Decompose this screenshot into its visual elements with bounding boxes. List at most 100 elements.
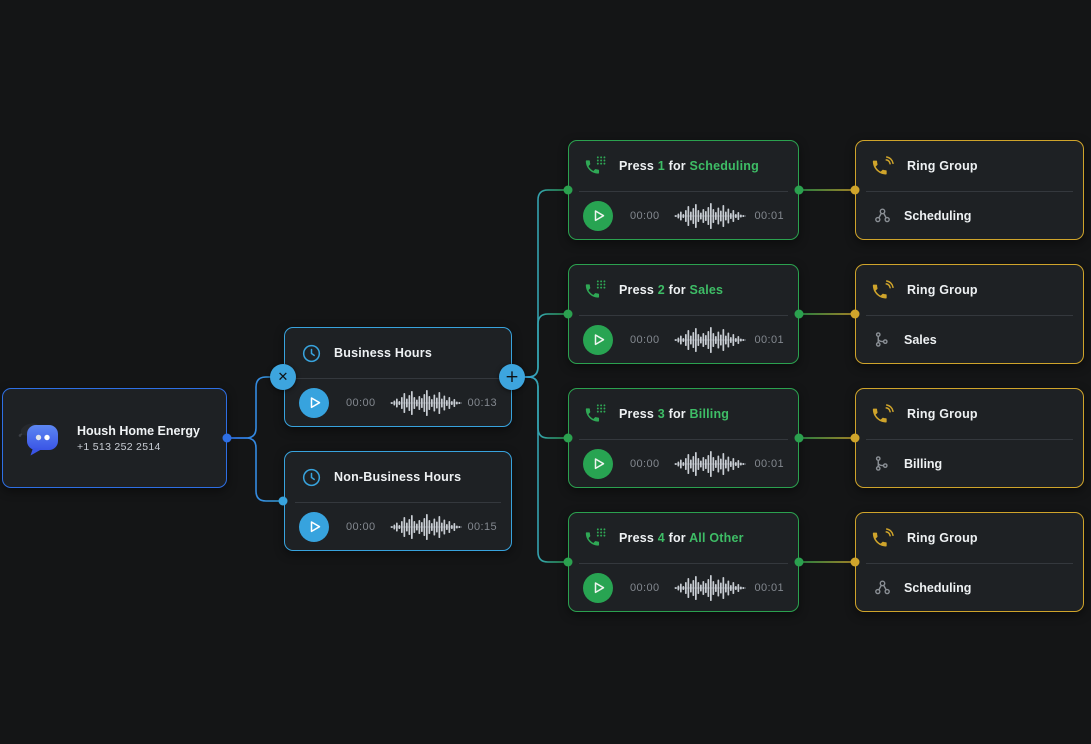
connector-line [523,376,567,563]
members-icon [874,579,891,596]
node-title: Ring Group [907,283,978,297]
divider [866,439,1073,440]
audio-waveform [389,389,462,416]
phone-dialpad-icon [585,279,607,301]
node-header: Press 3 for Billing [569,389,798,439]
node-header: Non-Business Hours [285,452,511,502]
ring-group-node-4[interactable]: Ring Group Scheduling [855,512,1084,612]
company-phone-number: +1 513 252 2514 [77,440,161,453]
divider [579,315,788,316]
menu-option-node-1[interactable]: Press 1 for Scheduling 00:00 00:01 [568,140,799,240]
audio-waveform [389,513,462,540]
divider [295,502,501,503]
connector-line [523,189,567,378]
connector-line [523,376,567,439]
company-logo-icon [17,418,63,458]
audio-player: 00:00 00:13 [285,379,511,426]
node-header: Ring Group [856,389,1083,439]
divider [866,191,1073,192]
company-node[interactable]: Housh Home Energy +1 513 252 2514 [2,388,227,488]
play-button[interactable] [299,387,329,418]
divider [866,315,1073,316]
duration-time: 00:15 [467,520,497,533]
play-button[interactable] [583,572,613,603]
audio-player: 00:00 00:01 [569,440,798,487]
audio-player: 00:00 00:01 [569,564,798,611]
ring-group-target: Billing [904,456,943,471]
divider [579,563,788,564]
ringing-phone-icon [872,403,895,426]
plus-icon: + [504,366,520,387]
divider [866,563,1073,564]
node-header: Press 1 for Scheduling [569,141,798,191]
menu-option-label: Press 4 for All Other [619,531,744,545]
phone-dialpad-icon [585,527,607,549]
audio-player: 00:00 00:01 [569,316,798,363]
add-node-button[interactable]: + [499,364,525,390]
divider [579,439,788,440]
non-business-hours-node[interactable]: Non-Business Hours 00:00 00:15 [284,451,512,551]
menu-option-node-2[interactable]: Press 2 for Sales 00:00 00:01 [568,264,799,364]
elapsed-time: 00:00 [346,520,376,533]
ring-group-node-3[interactable]: Ring Group Billing [855,388,1084,488]
menu-option-label: Press 3 for Billing [619,407,730,421]
company-title: Housh Home Energy [77,423,200,438]
node-title: Ring Group [907,159,978,173]
ring-group-target: Scheduling [904,580,972,595]
node-title: Ring Group [907,407,978,421]
duration-time: 00:01 [754,457,784,470]
business-hours-node[interactable]: Business Hours 00:00 00:13 [284,327,512,427]
audio-player: 00:00 00:15 [285,503,511,550]
audio-waveform [673,326,746,353]
menu-option-node-3[interactable]: Press 3 for Billing 00:00 00:01 [568,388,799,488]
elapsed-time: 00:00 [630,581,660,594]
node-header: Ring Group [856,513,1083,563]
duration-time: 00:01 [754,209,784,222]
play-button[interactable] [583,448,613,479]
duration-time: 00:13 [467,396,497,409]
connector-line [523,313,567,378]
play-button[interactable] [299,511,329,542]
members-icon [874,207,891,224]
node-title: Business Hours [334,346,432,360]
connector-line [226,437,282,502]
ring-group-target-row: Billing [856,440,1083,487]
branch-icon [874,455,891,472]
audio-waveform [673,202,746,229]
clock-icon [301,343,322,364]
menu-option-label: Press 2 for Sales [619,283,724,297]
node-header: Business Hours [285,328,511,378]
audio-waveform [673,574,746,601]
elapsed-time: 00:00 [630,209,660,222]
ring-group-target: Scheduling [904,208,972,223]
ringing-phone-icon [872,527,895,550]
menu-option-node-4[interactable]: Press 4 for All Other 00:00 00:01 [568,512,799,612]
ringing-phone-icon [872,279,895,302]
node-header: Press 2 for Sales [569,265,798,315]
connector-line [226,376,271,439]
ring-group-node-1[interactable]: Ring Group Scheduling [855,140,1084,240]
play-button[interactable] [583,200,613,231]
audio-waveform [673,450,746,477]
node-title: Ring Group [907,531,978,545]
ring-group-target-row: Scheduling [856,192,1083,239]
phone-dialpad-icon [585,155,607,177]
node-header: Ring Group [856,141,1083,191]
play-button[interactable] [583,324,613,355]
delete-branch-button[interactable]: ✕ [270,364,296,390]
ring-group-target-row: Scheduling [856,564,1083,611]
divider [579,191,788,192]
clock-icon [301,467,322,488]
node-title: Non-Business Hours [334,470,462,484]
ring-group-target-row: Sales [856,316,1083,363]
ringing-phone-icon [872,155,895,178]
menu-option-label: Press 1 for Scheduling [619,159,759,173]
duration-time: 00:01 [754,581,784,594]
audio-player: 00:00 00:01 [569,192,798,239]
branch-icon [874,331,891,348]
elapsed-time: 00:00 [630,333,660,346]
elapsed-time: 00:00 [630,457,660,470]
x-icon: ✕ [277,369,289,385]
ring-group-node-2[interactable]: Ring Group Sales [855,264,1084,364]
